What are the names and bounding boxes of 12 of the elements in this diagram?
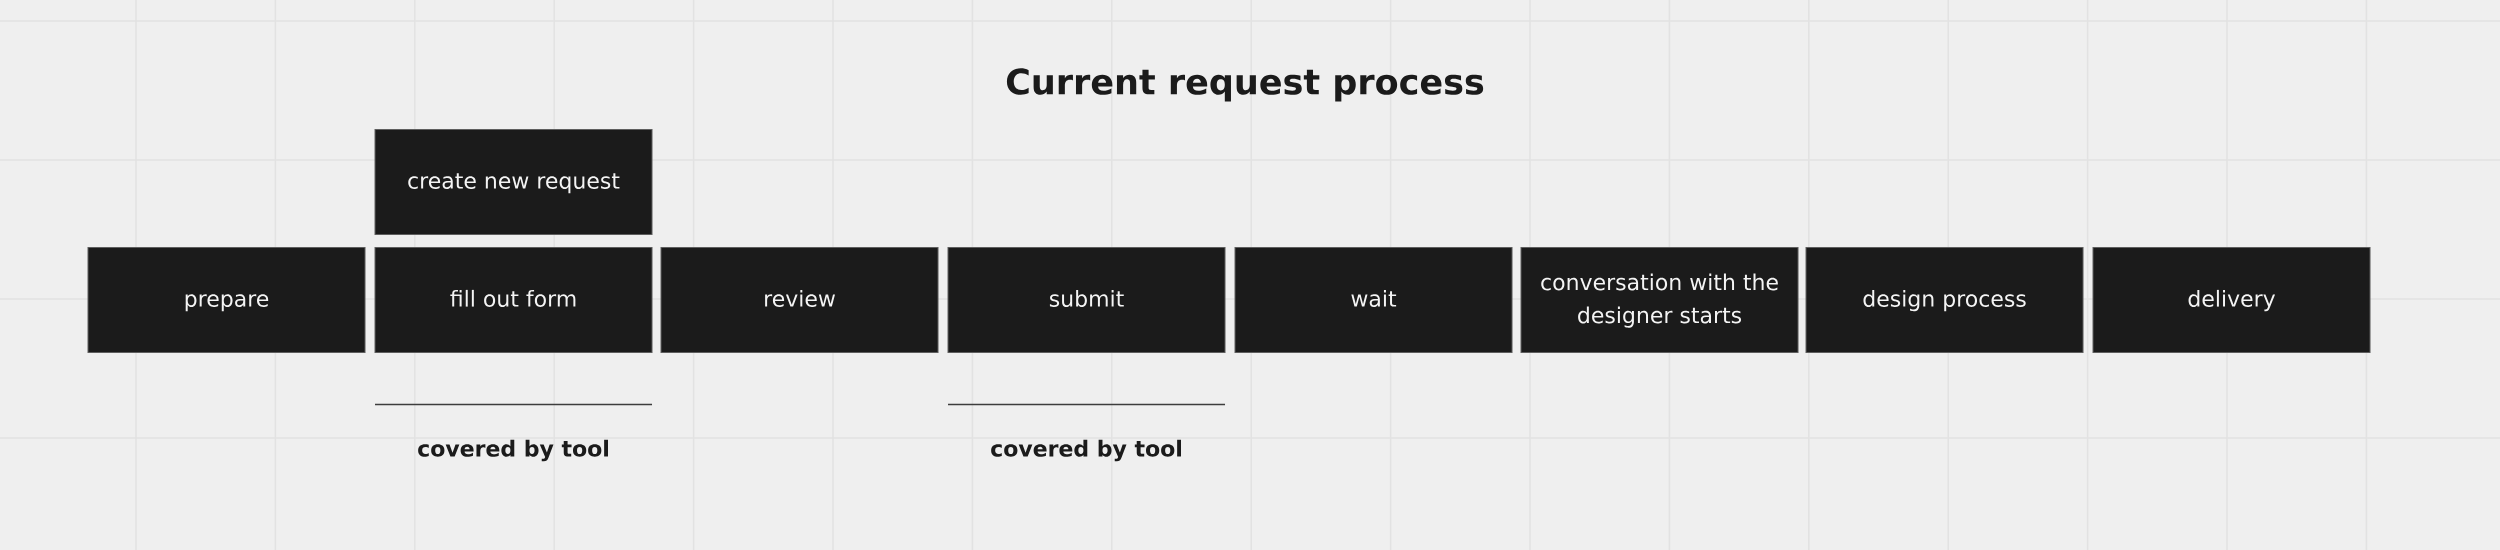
step-box: conversation with the designer starts: [1520, 247, 1799, 353]
node-label: covered by tool: [991, 439, 1181, 462]
step-box: fill out form: [374, 247, 653, 353]
step-box: design process: [1805, 247, 2084, 353]
step-box: wait: [1234, 247, 1513, 353]
step-box: delivery: [2092, 247, 2371, 353]
step-box: submit: [947, 247, 1226, 353]
step-box: create new request: [374, 129, 653, 235]
step-box: prepare: [87, 247, 366, 353]
title: Current request process: [1006, 68, 1484, 102]
node-label: covered by tool: [418, 439, 608, 462]
step-box: review: [660, 247, 939, 353]
